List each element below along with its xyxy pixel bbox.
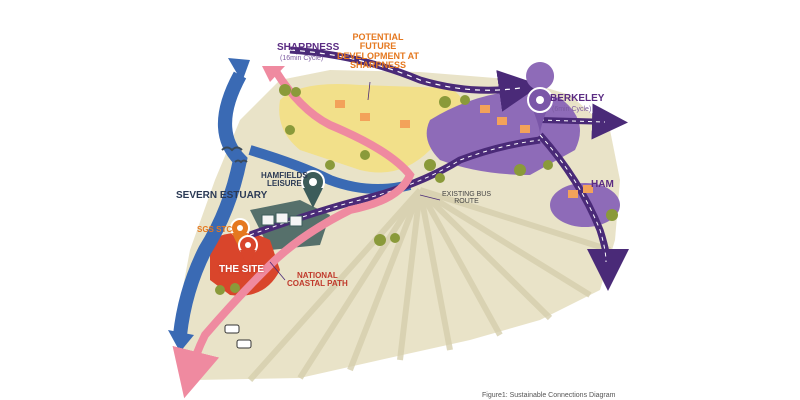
existing-bus-route-label: EXISTING BUS ROUTE <box>442 191 491 206</box>
site-pin <box>238 235 258 268</box>
estuary-arrow-top <box>228 58 250 82</box>
potential-line-1: POTENTIAL <box>352 32 404 42</box>
potential-line-2: FUTURE <box>359 41 397 52</box>
severn-estuary-label: SEVERN ESTUARY <box>176 190 268 201</box>
the-site-label: THE SITE <box>219 264 265 275</box>
bus-line-1: EXISTING BUS <box>442 191 492 198</box>
hamfields-buildings <box>261 212 303 227</box>
estuary-arrow-bottom <box>168 330 194 352</box>
bus-line-2: ROUTE <box>454 198 479 206</box>
sharpness-route-dash <box>289 49 521 91</box>
leader-lines <box>269 81 441 281</box>
birds <box>221 146 248 164</box>
berkeley-pin <box>526 62 555 135</box>
sharpness-development-field <box>279 84 464 173</box>
sharpness-cycle-label: (16min Cycle) <box>280 55 324 62</box>
hamfields-line-2: LEISURE <box>267 179 302 189</box>
houses <box>335 100 593 198</box>
coastal-line-1: NATIONAL <box>297 271 338 280</box>
potential-line-3: DEVELOPMENT AT <box>337 50 420 61</box>
national-coastal-path <box>172 67 415 399</box>
sharpness-label: SHARPNESS <box>277 42 340 53</box>
ham-route-dash <box>539 134 607 263</box>
estuary-branch <box>248 145 412 194</box>
potential-line-4: SHARPNESS <box>350 60 407 71</box>
sgs-label: SGS STC <box>197 225 233 234</box>
field-stripes <box>247 187 611 383</box>
berkeley-label: BERKELEY <box>550 93 605 104</box>
bus-route-dash <box>249 139 541 236</box>
ham-label: HAM <box>591 179 614 190</box>
trees <box>215 84 618 295</box>
cows <box>224 324 252 349</box>
berkeley-cycle-label: (6min Cycle) <box>552 106 592 113</box>
coastal-line-2: COASTAL PATH <box>287 279 348 289</box>
coastal-arrow-top <box>262 66 285 82</box>
potential-development-label: POTENTIAL FUTURE DEVELOPMENT AT SHARPNES… <box>337 32 420 71</box>
hamfields-line-1: HAMFIELDS <box>261 171 308 180</box>
hamfields-leisure-label: HAMFIELDS LEISURE <box>261 171 308 189</box>
the-site-area <box>210 232 280 296</box>
figure-caption: Figure1: Sustainable Connections Diagram <box>482 392 616 399</box>
national-coastal-path-label: NATIONAL COASTAL PATH <box>287 271 348 289</box>
severn-estuary-route <box>173 71 248 336</box>
hamfields-pin <box>301 170 325 208</box>
berkeley-east-dash <box>539 119 606 123</box>
